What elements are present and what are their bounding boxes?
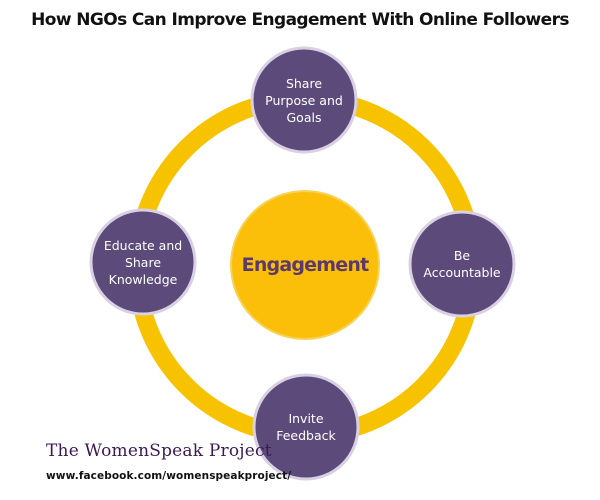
- node-top-label: Share Purpose and Goals: [265, 75, 343, 125]
- node-left-circle: [89, 208, 197, 316]
- page-title: How NGOs Can Improve Engagement With Onl…: [31, 10, 569, 30]
- center-circle: [230, 190, 380, 340]
- node-right-label: Be Accountable: [423, 248, 501, 280]
- footer-url: www.facebook.com/womenspeakproject/: [46, 470, 292, 482]
- center-label: Engagement: [241, 254, 370, 276]
- node-right-circle: [408, 210, 516, 318]
- node-left-label: Educate and Share Knowledge: [103, 237, 183, 287]
- brand-name: The WomenSpeak Project: [46, 441, 272, 461]
- node-bottom-circle: [252, 373, 360, 481]
- node-bottom-label: Invite Feedback: [276, 411, 336, 443]
- node-top-circle: [250, 46, 358, 154]
